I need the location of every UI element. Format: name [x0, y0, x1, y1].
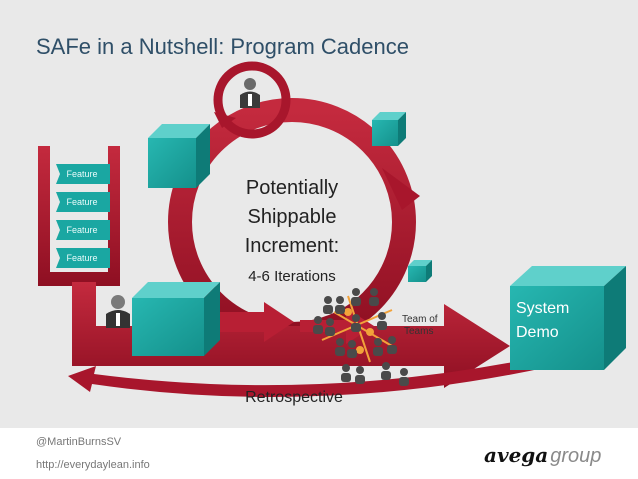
logo-brand: avega [484, 443, 548, 467]
feature-chip[interactable]: Feature [56, 164, 110, 184]
cadence-diagram: Feature Feature Feature Feature [0, 0, 638, 428]
footer-handle: @MartinBurnsSV [36, 436, 121, 448]
feature-chip[interactable]: Feature [56, 192, 110, 212]
system-demo-cube [510, 266, 626, 370]
iterations-label: 4-6 Iterations [248, 268, 336, 285]
increment-line: Shippable [248, 206, 337, 228]
feature-label: Feature [66, 225, 97, 235]
feature-label: Feature [66, 253, 97, 263]
feature-stack: Feature Feature Feature Feature [56, 164, 110, 268]
team-of-teams-label: Teams [404, 326, 433, 337]
system-demo-label: System [516, 300, 569, 317]
retrospective-label: Retrospective [245, 389, 343, 406]
footer-url[interactable]: http://everydaylean.info [36, 459, 150, 471]
feature-chip[interactable]: Feature [56, 220, 110, 240]
team-of-teams-cluster [313, 288, 409, 386]
feature-chip[interactable]: Feature [56, 248, 110, 268]
product-manager-icon [240, 78, 260, 108]
team-of-teams-label: Team of [402, 314, 438, 325]
feature-label: Feature [66, 169, 97, 179]
logo-sub: group [550, 445, 601, 467]
increment-line: Potentially [246, 177, 338, 199]
cube [372, 112, 406, 146]
cube [132, 282, 220, 356]
business-owner-icon [106, 295, 130, 328]
increment-line: Increment: [245, 235, 339, 257]
cube [408, 260, 432, 282]
system-demo-label: Demo [516, 324, 559, 341]
cube [148, 124, 210, 188]
feature-label: Feature [66, 197, 97, 207]
